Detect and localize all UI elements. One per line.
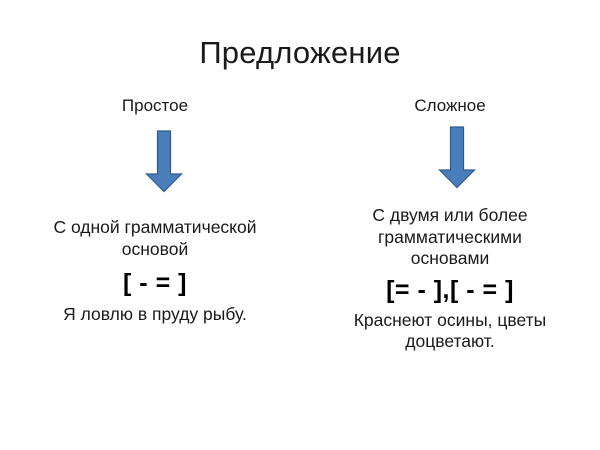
comparison-columns: Простое С одной грамматической основой […	[0, 96, 600, 406]
column-complex-example: Краснеют осины, цветы доцветают.	[353, 309, 547, 352]
column-simple-sentence: Простое С одной грамматической основой […	[10, 96, 300, 325]
column-simple-heading: Простое	[121, 96, 189, 115]
column-simple-example: Я ловлю в пруду рыбу.	[63, 303, 247, 324]
arrow-down-icon	[438, 126, 476, 189]
arrow-down-simple	[10, 130, 300, 193]
arrow-down-complex	[305, 126, 595, 189]
column-simple-description: С одной грамматической основой	[53, 217, 257, 259]
page-title: Предложение	[199, 35, 401, 70]
column-simple-scheme: [ - = ]	[123, 269, 187, 298]
column-complex-description: С двумя или более грамматическими основа…	[372, 205, 528, 269]
column-complex-scheme: [= - ],[ - = ]	[386, 276, 514, 305]
column-complex-heading: Сложное	[414, 96, 486, 115]
arrow-down-icon	[144, 130, 183, 193]
column-complex-sentence: Сложное С двумя или более грамматическим…	[305, 96, 595, 353]
